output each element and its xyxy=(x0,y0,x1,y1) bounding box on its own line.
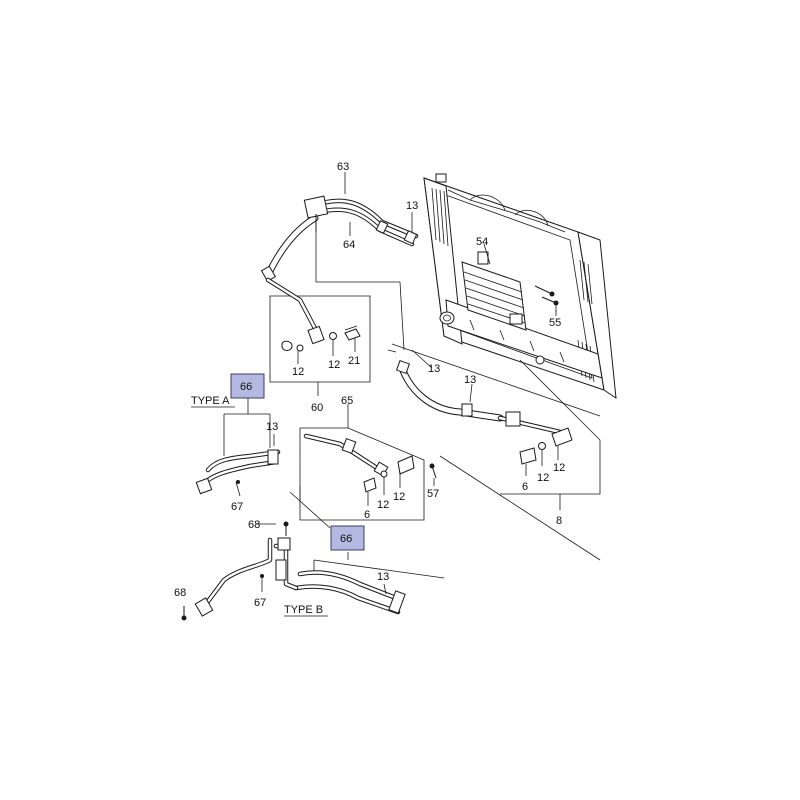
callout-57: 57 xyxy=(427,488,439,500)
upper-hose-assembly xyxy=(260,195,419,351)
callout-55: 55 xyxy=(549,317,561,329)
highlight-box-66-type-a xyxy=(230,373,265,399)
reference-lines xyxy=(289,455,601,561)
callout-67-b: 67 xyxy=(254,597,266,609)
callout-54: 54 xyxy=(476,236,488,248)
callout-13-type-b: 13 xyxy=(377,571,389,583)
callout-12-box8-a: 12 xyxy=(537,472,549,484)
callout-64: 64 xyxy=(343,239,355,251)
callout-60: 60 xyxy=(311,402,323,414)
callout-12-box60-a: 12 xyxy=(292,366,304,378)
type-a-label: TYPE A xyxy=(191,395,230,407)
lower-hose-assembly xyxy=(387,343,601,495)
highlight-box-66-type-b xyxy=(330,525,365,551)
callout-13-top: 13 xyxy=(406,200,418,212)
callout-12-box60-b: 12 xyxy=(328,359,340,371)
type-b-label: TYPE B xyxy=(284,604,323,616)
box-8-fittings xyxy=(519,427,573,510)
type-a-assembly xyxy=(195,398,281,497)
callout-21: 21 xyxy=(348,355,360,367)
box-65-fittings xyxy=(299,416,437,521)
callout-65: 65 xyxy=(341,395,353,407)
callout-68-top: 68 xyxy=(248,519,260,531)
callout-66-type-a: 66 xyxy=(240,381,252,393)
callout-12-box65-a: 12 xyxy=(377,499,389,511)
box-60-fittings xyxy=(265,277,371,396)
callout-6-box8: 6 xyxy=(522,481,528,493)
callout-13-mid: 13 xyxy=(428,363,440,375)
callout-13-type-a: 13 xyxy=(266,421,278,433)
callout-66-type-b: 66 xyxy=(340,533,352,545)
radiator-fins-left xyxy=(431,187,449,247)
callout-63: 63 xyxy=(337,161,349,173)
oil-cooler xyxy=(461,251,527,331)
callout-6-box65: 6 xyxy=(364,509,370,521)
callout-12-box8-b: 12 xyxy=(553,462,565,474)
callout-13-right: 13 xyxy=(464,374,476,386)
type-b-assembly xyxy=(181,521,445,621)
callout-67-a: 67 xyxy=(231,501,243,513)
callout-68-left: 68 xyxy=(174,587,186,599)
callout-leaders xyxy=(256,172,557,595)
callout-8: 8 xyxy=(556,515,562,527)
callout-12-box65-b: 12 xyxy=(393,491,405,503)
